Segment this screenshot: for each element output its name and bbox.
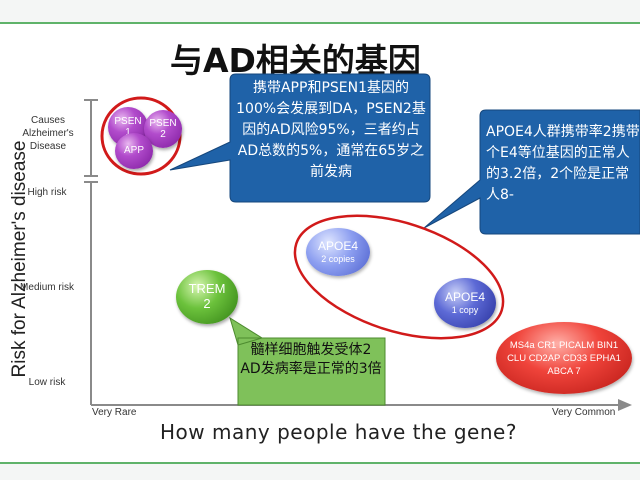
causes-callout-text: 携带APP和PSEN1基因的100%会发展到DA，PSEN2基因的AD风险95%… [236,80,426,180]
gene-label-psen1: PSEN 1 [114,115,142,139]
y-tick-medium: Medium risk [20,282,74,293]
gene-sublabel-apoe4-two: 2 copies [321,253,355,264]
top-divider [0,22,640,24]
y-tick-causes: Causes Alzheimer's Disease [22,115,74,152]
gene-label-apoe4-two: APOE4 [317,238,359,253]
gene-bubble-common-genes: MS4a CR1 PICALM BIN1 CLU CD2AP CD33 EPHA… [496,322,632,394]
header-strip [0,0,640,22]
gene-bubble-apoe4-one-copy: APOE4 1 copy [434,278,496,328]
trem-callout-text: 髓样细胞触发受体2 AD发病率是正常的3倍 [240,342,382,377]
causes-callout-shape [169,73,431,203]
footer-strip [0,464,640,480]
gene-label-trem2: TREM 2 [188,281,226,311]
y-axis-title: Risk for Alzheimer's disease [9,140,30,378]
trem-callout-shape [229,316,386,406]
apoe-callout-shape [423,109,640,235]
gene-label-psen2: PSEN 2 [149,117,177,141]
x-axis-arrow [618,399,632,411]
y-tick-high: High risk [27,187,67,198]
x-tick-very-rare: Very Rare [92,407,137,418]
gene-label-app: APP [123,145,144,157]
bottom-divider [0,462,640,464]
gene-bubble-apoe4-two-copies: APOE4 2 copies [306,228,370,276]
x-tick-very-common: Very Common [552,407,616,418]
x-axis-title: How many people have the gene? [160,420,517,444]
gene-bubble-app: APP [115,133,153,169]
y-tick-low: Low risk [28,377,66,388]
gene-sublabel-apoe4-one: 1 copy [451,304,479,315]
gene-label-common: MS4a CR1 PICALM BIN1 CLU CD2AP CD33 EPHA… [507,339,621,377]
apoe-highlight-ellipse [293,214,505,340]
apoe-callout-text: APOE4人群携带率2携带个E4等位基因的正常人的3.2倍，2个险是正常人8- [486,124,640,203]
gene-label-apoe4-one: APOE4 [444,289,486,304]
gene-bubble-trem2: TREM 2 [176,270,238,324]
